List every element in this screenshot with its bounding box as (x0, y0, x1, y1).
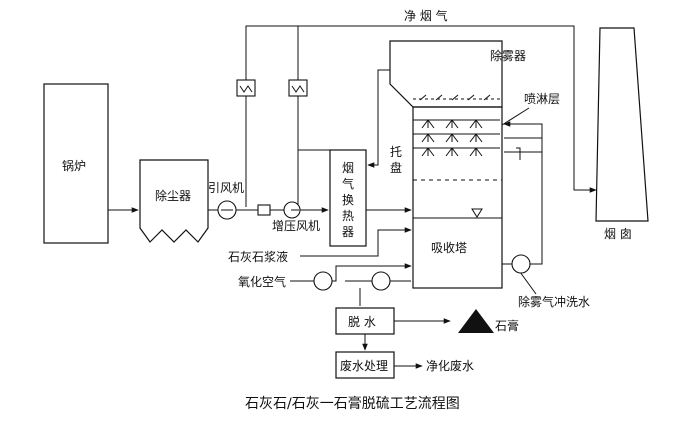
chimney-shape (595, 27, 649, 222)
valve-right-icon (288, 79, 308, 97)
label-induced-fan: 引风机 (208, 181, 244, 195)
demister-housing (389, 40, 503, 108)
label-oxidation-air: 氧化空气 (238, 274, 286, 289)
boiler-box (43, 83, 109, 244)
gypsum-pile-icon (458, 309, 494, 333)
wastewater-box (335, 351, 395, 379)
label-dust-collector: 除尘器 (155, 188, 191, 203)
label-clean-wastewater: 净化废水 (426, 358, 474, 373)
label-dewatering: 脱 水 (348, 314, 376, 329)
damper-icon (257, 204, 271, 216)
recirc-pump-icon (511, 254, 531, 274)
gas-heater-box (329, 149, 367, 247)
label-demister: 除雾器 (490, 48, 526, 63)
label-absorber: 吸收塔 (431, 241, 467, 255)
label-demister-wash-water: 除雾气冲洗水 (518, 294, 590, 309)
label-gas-heater-5: 器 (342, 225, 354, 239)
label-boiler: 锅炉 (62, 158, 86, 173)
label-gas-heater-4: 热 (342, 209, 354, 223)
label-chimney: 烟 囱 (604, 227, 632, 241)
label-spray-layer: 喷淋层 (524, 92, 560, 106)
oxidation-air-fan-icon (313, 271, 333, 291)
figure-caption: 石灰石/石灰一石膏脱硫工艺流程图 (245, 395, 460, 412)
spray-nozzles (413, 94, 500, 157)
label-gas-heater-3: 换 (342, 193, 354, 207)
label-booster-fan: 增压风机 (272, 219, 320, 233)
pump-icon (371, 271, 391, 291)
valve-left-icon (236, 79, 256, 97)
label-tray-2: 盘 (390, 160, 402, 175)
label-tray-1: 托 (390, 145, 402, 159)
dust-collector-shape (139, 159, 209, 243)
label-gypsum: 石膏 (495, 318, 519, 333)
label-gas-heater-1: 烟 (342, 161, 354, 175)
label-wastewater: 废水处理 (340, 358, 388, 373)
label-gas-heater-2: 气 (342, 176, 354, 191)
label-limestone-slurry: 石灰石浆液 (228, 249, 288, 264)
label-clean-flue-gas: 净 烟 气 (404, 8, 448, 23)
